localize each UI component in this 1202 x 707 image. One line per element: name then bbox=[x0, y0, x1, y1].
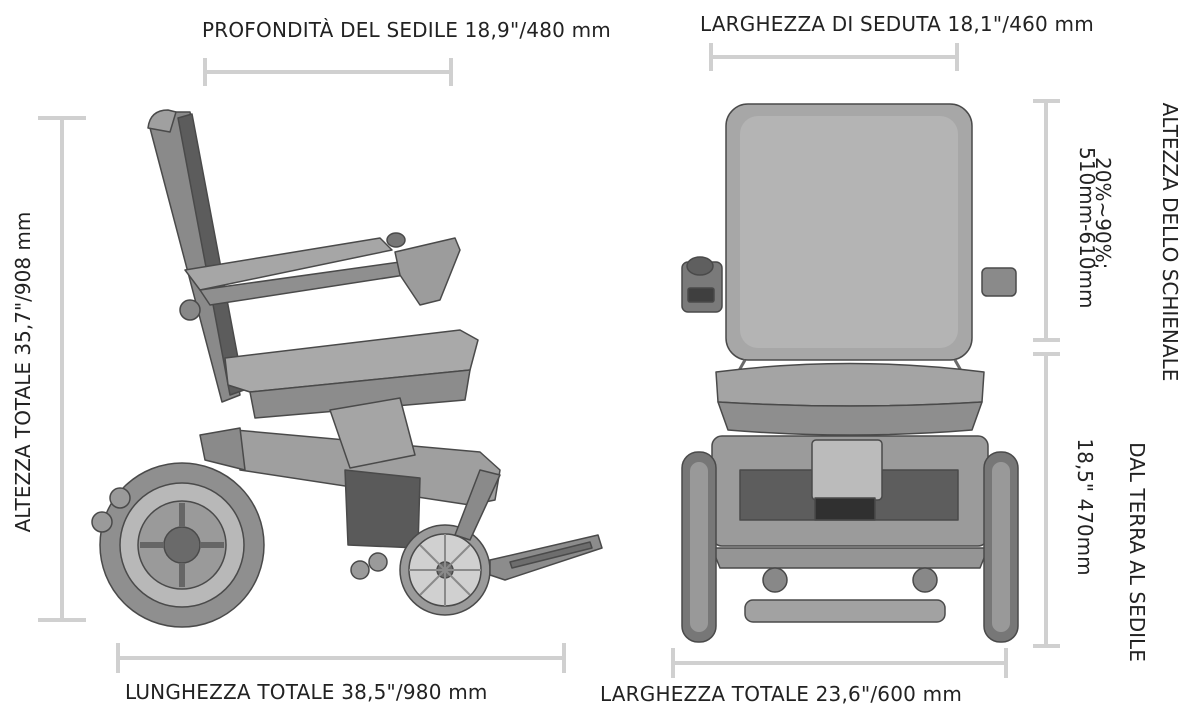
seat-depth-label: PROFONDITÀ DEL SEDILE 18,9"/480 mm bbox=[202, 18, 611, 42]
push-handle bbox=[147, 109, 177, 133]
joystick-controller bbox=[681, 256, 723, 313]
center-plate bbox=[814, 497, 876, 521]
center-mount bbox=[811, 439, 883, 501]
backrest-height-dimension-line bbox=[1033, 99, 1060, 342]
dimension-lines bbox=[38, 43, 1060, 678]
anti-tip-wheel bbox=[109, 487, 131, 509]
seat-height-label-line1: DAL TERRA AL SEDILE bbox=[1125, 442, 1149, 662]
seat-height-dimension-line bbox=[1033, 352, 1060, 648]
front-view-wheelchair bbox=[681, 103, 1019, 643]
front-caster bbox=[912, 567, 938, 593]
total-width-label: LARGHEZZA TOTALE 23,6"/600 mm bbox=[600, 682, 963, 706]
left-wheel bbox=[681, 451, 717, 643]
total-length-label: LUNGHEZZA TOTALE 38,5"/980 mm bbox=[125, 680, 488, 704]
backrest-inner bbox=[740, 116, 958, 348]
joystick-knob bbox=[386, 232, 406, 248]
roller bbox=[350, 560, 370, 580]
seat-height-label-line2: 18,5" 470mm bbox=[1073, 438, 1097, 576]
seat-side bbox=[249, 369, 471, 419]
motor-housing bbox=[329, 397, 416, 469]
backrest-height-label-line1: ALTEZZA DELLO SCHIENALE bbox=[1158, 102, 1182, 382]
caster-fork bbox=[454, 469, 501, 541]
seat-front bbox=[717, 401, 983, 436]
battery-box bbox=[344, 469, 421, 549]
total-length-dimension-line bbox=[116, 643, 566, 673]
right-wheel bbox=[983, 451, 1019, 643]
rear-wheel bbox=[99, 462, 265, 628]
joystick-mount bbox=[394, 237, 461, 306]
footrest-grip bbox=[509, 541, 593, 569]
total-width-dimension-line bbox=[671, 648, 1008, 678]
seat-depth-dimension-line bbox=[203, 58, 453, 86]
main-frame bbox=[234, 429, 501, 506]
front-caster bbox=[762, 567, 788, 593]
seat-width-label: LARGHEZZA DI SEDUTA 18,1"/460 mm bbox=[700, 12, 1094, 36]
backrest-height-label-line3: 510mm-610mm bbox=[1075, 147, 1099, 309]
roller bbox=[368, 552, 388, 572]
front-caster-wheel bbox=[399, 524, 491, 616]
seat-width-dimension-line bbox=[709, 43, 959, 71]
armrest-end bbox=[981, 267, 1017, 297]
frame-rail bbox=[199, 427, 246, 471]
anti-tip-wheel bbox=[91, 511, 113, 533]
armrest-pivot bbox=[179, 299, 201, 321]
footrest-bar bbox=[711, 547, 989, 569]
seat-cushion bbox=[715, 362, 985, 407]
armrest bbox=[184, 237, 393, 291]
footplate bbox=[744, 599, 946, 623]
total-height-dimension-line bbox=[38, 116, 86, 622]
side-view-wheelchair bbox=[91, 109, 603, 628]
total-height-label: ALTEZZA TOTALE 35,7"/908 mm bbox=[11, 211, 35, 533]
